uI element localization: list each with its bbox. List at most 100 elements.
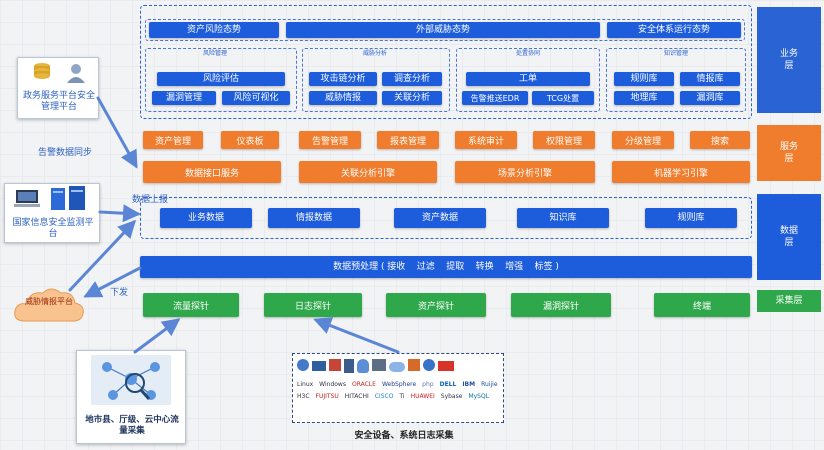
dispatch-label: 下发 <box>110 288 129 298</box>
layer-label-collect: 采集层 <box>757 290 821 312</box>
group-title-knowledge: 知识管理 <box>663 50 688 57</box>
investigation-analysis[interactable]: 调查分析 <box>382 72 442 86</box>
server-rack-icon <box>344 359 354 373</box>
scenario-engine[interactable]: 场景分析引擎 <box>455 161 595 183</box>
geo-library[interactable]: 地理库 <box>614 91 674 105</box>
cloud-icon <box>11 283 87 327</box>
vendor-ruijie: Ruijie <box>481 381 498 388</box>
threat-intel-cloud[interactable]: 威胁情报平台 <box>11 283 87 327</box>
alert-push-edr[interactable]: 告警推送EDR <box>462 91 528 105</box>
device-log-label: 安全设备、系统日志采集 <box>354 431 454 441</box>
intel-library[interactable]: 情报库 <box>680 72 740 86</box>
vendor-windows: Windows <box>319 381 346 388</box>
service-layer-text: 服务层 <box>780 142 799 164</box>
computer-icon <box>13 188 41 210</box>
terminal[interactable]: 终端 <box>654 293 750 317</box>
layer-label-business: 业务层 <box>757 7 821 113</box>
vulnerability-management[interactable]: 漏洞管理 <box>152 91 216 105</box>
external-threat-situation[interactable]: 外部威胁态势 <box>286 22 600 38</box>
vendor-php: php <box>422 381 434 388</box>
vendor-fujitsu: FUJITSU <box>315 393 339 400</box>
vendor-logo-panel: Linux Windows ORACLE WebSphere php DELL … <box>292 353 504 423</box>
service-dashboard[interactable]: 仪表板 <box>221 131 279 149</box>
business-layer-text: 业务层 <box>780 49 799 71</box>
risk-assessment[interactable]: 风险评估 <box>157 72 285 86</box>
security-device-icon <box>408 359 420 371</box>
vendor-linux: Linux <box>297 381 314 388</box>
vendor-cisco: CISCO <box>374 393 394 400</box>
vendor-ibm: IBM <box>462 381 476 388</box>
switch-icon <box>312 361 326 371</box>
service-report-management[interactable]: 报表管理 <box>377 131 439 149</box>
vendor-dell: DELL <box>439 381 457 388</box>
asset-data[interactable]: 资产数据 <box>394 208 486 228</box>
knowledge-base[interactable]: 知识库 <box>517 208 609 228</box>
layer-label-data: 数据层 <box>757 194 821 280</box>
vendor-sybase: Sybase <box>440 393 463 400</box>
service-permission-management[interactable]: 权限管理 <box>533 131 595 149</box>
service-alert-management[interactable]: 告警管理 <box>299 131 361 149</box>
data-upload-label: 数据上报 <box>132 195 169 205</box>
national-platform-label: 国家信息安全监测平台 <box>12 218 94 239</box>
threat-intel-label: 威胁情报平台 <box>25 297 73 306</box>
storage-icon <box>372 359 386 371</box>
attack-chain-analysis[interactable]: 攻击链分析 <box>309 72 377 86</box>
vendor-oracle: ORACLE <box>351 381 376 388</box>
brand-badge-icon <box>438 361 454 371</box>
cloud-small-icon <box>389 362 405 372</box>
intel-data[interactable]: 情报数据 <box>268 208 360 228</box>
business-data[interactable]: 业务数据 <box>160 208 252 228</box>
traffic-probe[interactable]: 流量探针 <box>143 293 239 317</box>
group-title-coordination: 处置协同 <box>515 50 540 57</box>
vuln-library[interactable]: 漏洞库 <box>680 91 740 105</box>
firewall-icon <box>329 359 341 371</box>
city-traffic-label: 地市县、厅级、云中心流量采集 <box>85 415 179 436</box>
rule-library[interactable]: 规则库 <box>614 72 674 86</box>
vendor-names: Linux Windows ORACLE WebSphere php DELL … <box>297 380 499 402</box>
work-order[interactable]: 工单 <box>466 72 590 86</box>
gov-platform-label: 政务服务平台安全管理平台 <box>22 91 95 112</box>
rule-base[interactable]: 规则库 <box>645 208 737 228</box>
ml-engine[interactable]: 机器学习引擎 <box>612 161 750 183</box>
asset-risk-situation[interactable]: 资产风险态势 <box>149 22 279 38</box>
national-platform-card[interactable]: 国家信息安全监测平台 <box>4 183 100 243</box>
vendor-h3c: H3C <box>297 393 310 400</box>
correlation-engine[interactable]: 关联分析引擎 <box>299 161 437 183</box>
business-top-frame <box>145 19 745 41</box>
tcg-disposal[interactable]: TCG处置 <box>532 91 594 105</box>
device-icons-row <box>297 359 499 375</box>
disk-icon <box>423 359 435 371</box>
group-threat-analysis <box>302 48 450 112</box>
data-layer-text: 数据层 <box>780 226 799 248</box>
database-icon <box>32 62 52 84</box>
database-small-icon <box>357 359 369 373</box>
group-title-threat: 威胁分析 <box>362 50 387 57</box>
threat-intelligence[interactable]: 威胁情报 <box>309 91 377 105</box>
vendor-ti: Ti <box>399 393 405 400</box>
group-knowledge <box>606 48 746 112</box>
network-topology-icon <box>91 355 171 405</box>
user-icon <box>66 63 86 83</box>
vendor-mysql: MySQL <box>468 393 490 400</box>
router-icon <box>297 359 309 371</box>
service-search[interactable]: 搜索 <box>690 131 750 149</box>
gov-platform-card[interactable]: 政务服务平台安全管理平台 <box>17 57 99 119</box>
service-system-audit[interactable]: 系统审计 <box>455 131 517 149</box>
city-traffic-card[interactable]: 地市县、厅级、云中心流量采集 <box>76 350 186 444</box>
correlation-analysis[interactable]: 关联分析 <box>382 91 442 105</box>
security-system-situation[interactable]: 安全体系运行态势 <box>607 22 741 38</box>
vendor-websphere: WebSphere <box>381 381 417 388</box>
asset-probe[interactable]: 资产探针 <box>386 293 486 317</box>
log-probe[interactable]: 日志探针 <box>264 293 362 317</box>
server-icon <box>49 186 89 212</box>
group-title-risk: 风险管理 <box>202 50 227 57</box>
collect-layer-text: 采集层 <box>775 296 803 306</box>
data-preprocessing[interactable]: 数据预处理 ( 接收 过滤 提取 转换 增强 标签 ) <box>140 256 752 278</box>
vuln-probe[interactable]: 漏洞探针 <box>511 293 611 317</box>
vendor-hitachi: HITACHI <box>344 393 369 400</box>
data-interface-service[interactable]: 数据接口服务 <box>143 161 281 183</box>
service-asset-management[interactable]: 资产管理 <box>143 131 203 149</box>
layer-label-service: 服务层 <box>757 125 821 181</box>
service-hierarchical-management[interactable]: 分级管理 <box>612 131 674 149</box>
risk-visualization[interactable]: 风险可视化 <box>222 91 290 105</box>
